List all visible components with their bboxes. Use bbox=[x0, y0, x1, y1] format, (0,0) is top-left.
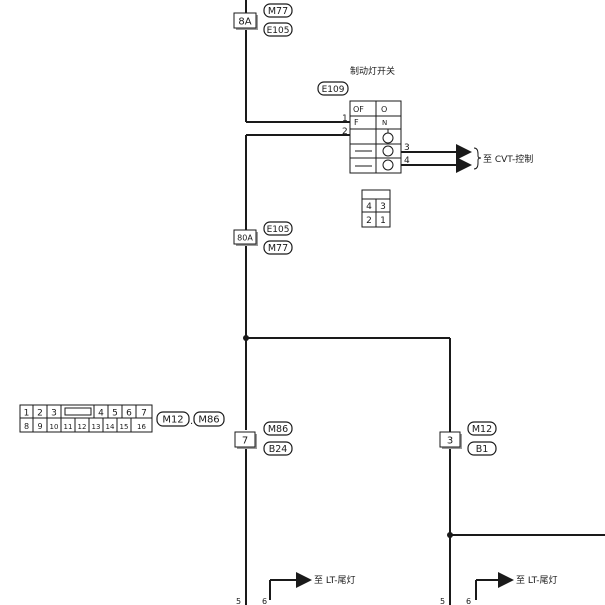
switch-header-left: OF bbox=[353, 105, 364, 114]
switch-header-right: O bbox=[381, 105, 387, 114]
small-connector-cell-3: 3 bbox=[380, 202, 386, 212]
switch-pin-3: 3 bbox=[404, 143, 410, 153]
switch-row-f-right: N bbox=[382, 119, 387, 127]
connector-mid: 80A E105 M77 bbox=[233, 221, 293, 255]
connector-right: 3 M12 B1 bbox=[439, 421, 497, 456]
big-connector-pin-2: 2 bbox=[37, 409, 43, 419]
big-connector-code-a: M12 bbox=[162, 415, 183, 426]
big-connector: 1 2 3 4 5 6 7 8 9 10 11 12 13 14 15 16 M… bbox=[19, 404, 225, 433]
connector-mid-pin: 80A bbox=[237, 234, 253, 243]
big-connector-separator: . bbox=[190, 416, 193, 427]
big-connector-pin-7: 7 bbox=[141, 409, 147, 419]
big-connector-code-b: M86 bbox=[198, 415, 219, 426]
switch-code: E109 bbox=[322, 85, 345, 95]
connector-top: 8A M77 E105 bbox=[233, 3, 293, 37]
big-connector-pin-8: 8 bbox=[24, 422, 29, 431]
big-connector-pin-15: 15 bbox=[120, 423, 129, 431]
switch-pin-2: 2 bbox=[342, 127, 348, 137]
small-connector-cell-1: 1 bbox=[380, 216, 386, 226]
bottom-pin-right-5: 5 bbox=[440, 597, 445, 605]
brake-light-switch: 制动灯开关 E109 OF O F N 1 2 3 4 bbox=[317, 65, 410, 174]
switch-pin-4: 4 bbox=[404, 156, 410, 166]
connector-top-pin: 8A bbox=[238, 17, 251, 28]
small-connector-cell-4: 4 bbox=[366, 202, 372, 212]
big-connector-pin-6: 6 bbox=[126, 409, 132, 419]
bottom-pin-left-5: 5 bbox=[236, 597, 241, 605]
junction-dot-left bbox=[243, 335, 249, 341]
connector-left-code-b: B24 bbox=[269, 444, 288, 455]
big-connector-pin-9: 9 bbox=[37, 422, 42, 431]
bottom-pin-left-6: 6 bbox=[262, 597, 267, 605]
big-connector-pin-16: 16 bbox=[137, 423, 146, 431]
big-connector-pin-14: 14 bbox=[106, 423, 115, 431]
big-connector-pin-13: 13 bbox=[92, 423, 101, 431]
big-connector-pin-12: 12 bbox=[78, 423, 87, 431]
switch-pin-1: 1 bbox=[342, 114, 348, 124]
big-connector-pin-10: 10 bbox=[50, 423, 59, 431]
connector-mid-code-b: M77 bbox=[268, 243, 288, 254]
big-connector-pin-4: 4 bbox=[98, 409, 104, 419]
small-connector: 4 3 2 1 bbox=[361, 189, 391, 228]
switch-title: 制动灯开关 bbox=[350, 65, 395, 77]
switch-output-brace bbox=[473, 147, 482, 170]
connector-right-pin: 3 bbox=[447, 436, 453, 447]
connector-right-code-b: B1 bbox=[476, 444, 489, 455]
connector-left-pin: 7 bbox=[242, 436, 248, 447]
big-connector-pin-11: 11 bbox=[64, 423, 73, 431]
junction-dot-right bbox=[447, 532, 453, 538]
big-connector-pin-1: 1 bbox=[24, 409, 30, 419]
connector-left: 7 M86 B24 bbox=[234, 421, 293, 456]
small-connector-cell-2: 2 bbox=[366, 216, 372, 226]
connector-right-code-a: M12 bbox=[472, 424, 492, 435]
switch-row-f-label: F bbox=[354, 118, 359, 127]
connector-left-code-a: M86 bbox=[268, 424, 288, 435]
bottom-right-label: 至 LT-尾灯 bbox=[516, 575, 558, 586]
big-connector-pin-5: 5 bbox=[112, 409, 118, 419]
bottom-pin-right-6: 6 bbox=[466, 597, 471, 605]
big-connector-pin-3: 3 bbox=[51, 409, 57, 419]
connector-top-code-b: E105 bbox=[267, 26, 290, 36]
switch-arrow-label: 至 CVT-控制 bbox=[483, 153, 533, 165]
connector-top-code-a: M77 bbox=[268, 6, 288, 17]
bottom-left-label: 至 LT-尾灯 bbox=[314, 575, 356, 586]
connector-mid-code-a: E105 bbox=[267, 225, 290, 235]
